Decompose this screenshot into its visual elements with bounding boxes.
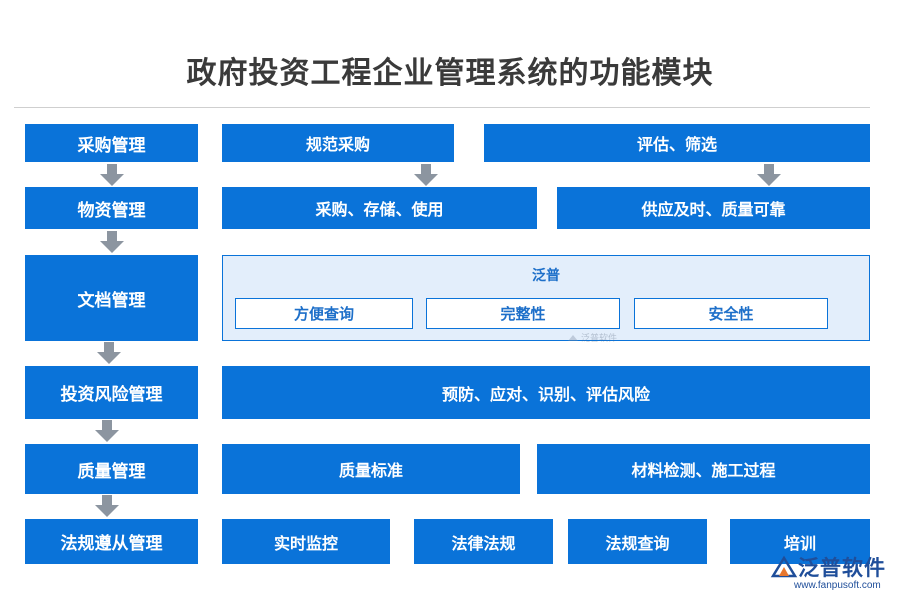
documents-panel: 泛普 方便查询 完整性 安全性	[222, 255, 870, 341]
arrow-down-icon	[97, 342, 121, 364]
item-laws-regulations: 法律法规	[414, 519, 553, 564]
arrow-down-icon	[95, 495, 119, 517]
module-quality: 质量管理	[25, 444, 198, 494]
brand-name: 泛普软件	[798, 556, 886, 580]
arrow-down-icon	[95, 420, 119, 442]
module-materials: 物资管理	[25, 187, 198, 229]
module-purchasing: 采购管理	[25, 124, 198, 162]
module-documents: 文档管理	[25, 255, 198, 341]
brand-url: www.fanpusoft.com	[794, 580, 881, 591]
title-divider	[14, 107, 870, 108]
item-quality-standard: 质量标准	[222, 444, 520, 494]
arrow-down-icon	[757, 164, 781, 186]
brand-logo-icon	[770, 555, 798, 578]
diagram-title: 政府投资工程企业管理系统的功能模块	[186, 56, 714, 91]
module-investment-risk: 投资风险管理	[25, 366, 198, 419]
item-material-testing: 材料检测、施工过程	[537, 444, 870, 494]
item-standard-purchasing: 规范采购	[222, 124, 454, 162]
item-realtime-monitor: 实时监控	[222, 519, 390, 564]
watermark-logo-icon	[568, 334, 578, 341]
arrow-down-icon	[100, 164, 124, 186]
item-risk-handling: 预防、应对、识别、评估风险	[222, 366, 870, 419]
module-compliance: 法规遵从管理	[25, 519, 198, 564]
arrow-down-icon	[100, 231, 124, 253]
watermark-text: 泛普软件	[581, 334, 618, 344]
item-regulation-query: 法规查询	[568, 519, 707, 564]
panel-title: 泛普	[532, 268, 560, 284]
item-integrity: 完整性	[426, 298, 620, 329]
item-easy-query: 方便查询	[235, 298, 413, 329]
item-purchase-store-use: 采购、存储、使用	[222, 187, 537, 229]
watermark: 泛普软件	[567, 331, 617, 344]
item-security: 安全性	[634, 298, 828, 329]
item-evaluate-screen: 评估、筛选	[484, 124, 870, 162]
item-training: 培训	[730, 519, 870, 564]
arrow-down-icon	[414, 164, 438, 186]
item-timely-supply: 供应及时、质量可靠	[557, 187, 870, 229]
brand-logo: 泛普软件 www.fanpusoft.com	[770, 552, 895, 598]
